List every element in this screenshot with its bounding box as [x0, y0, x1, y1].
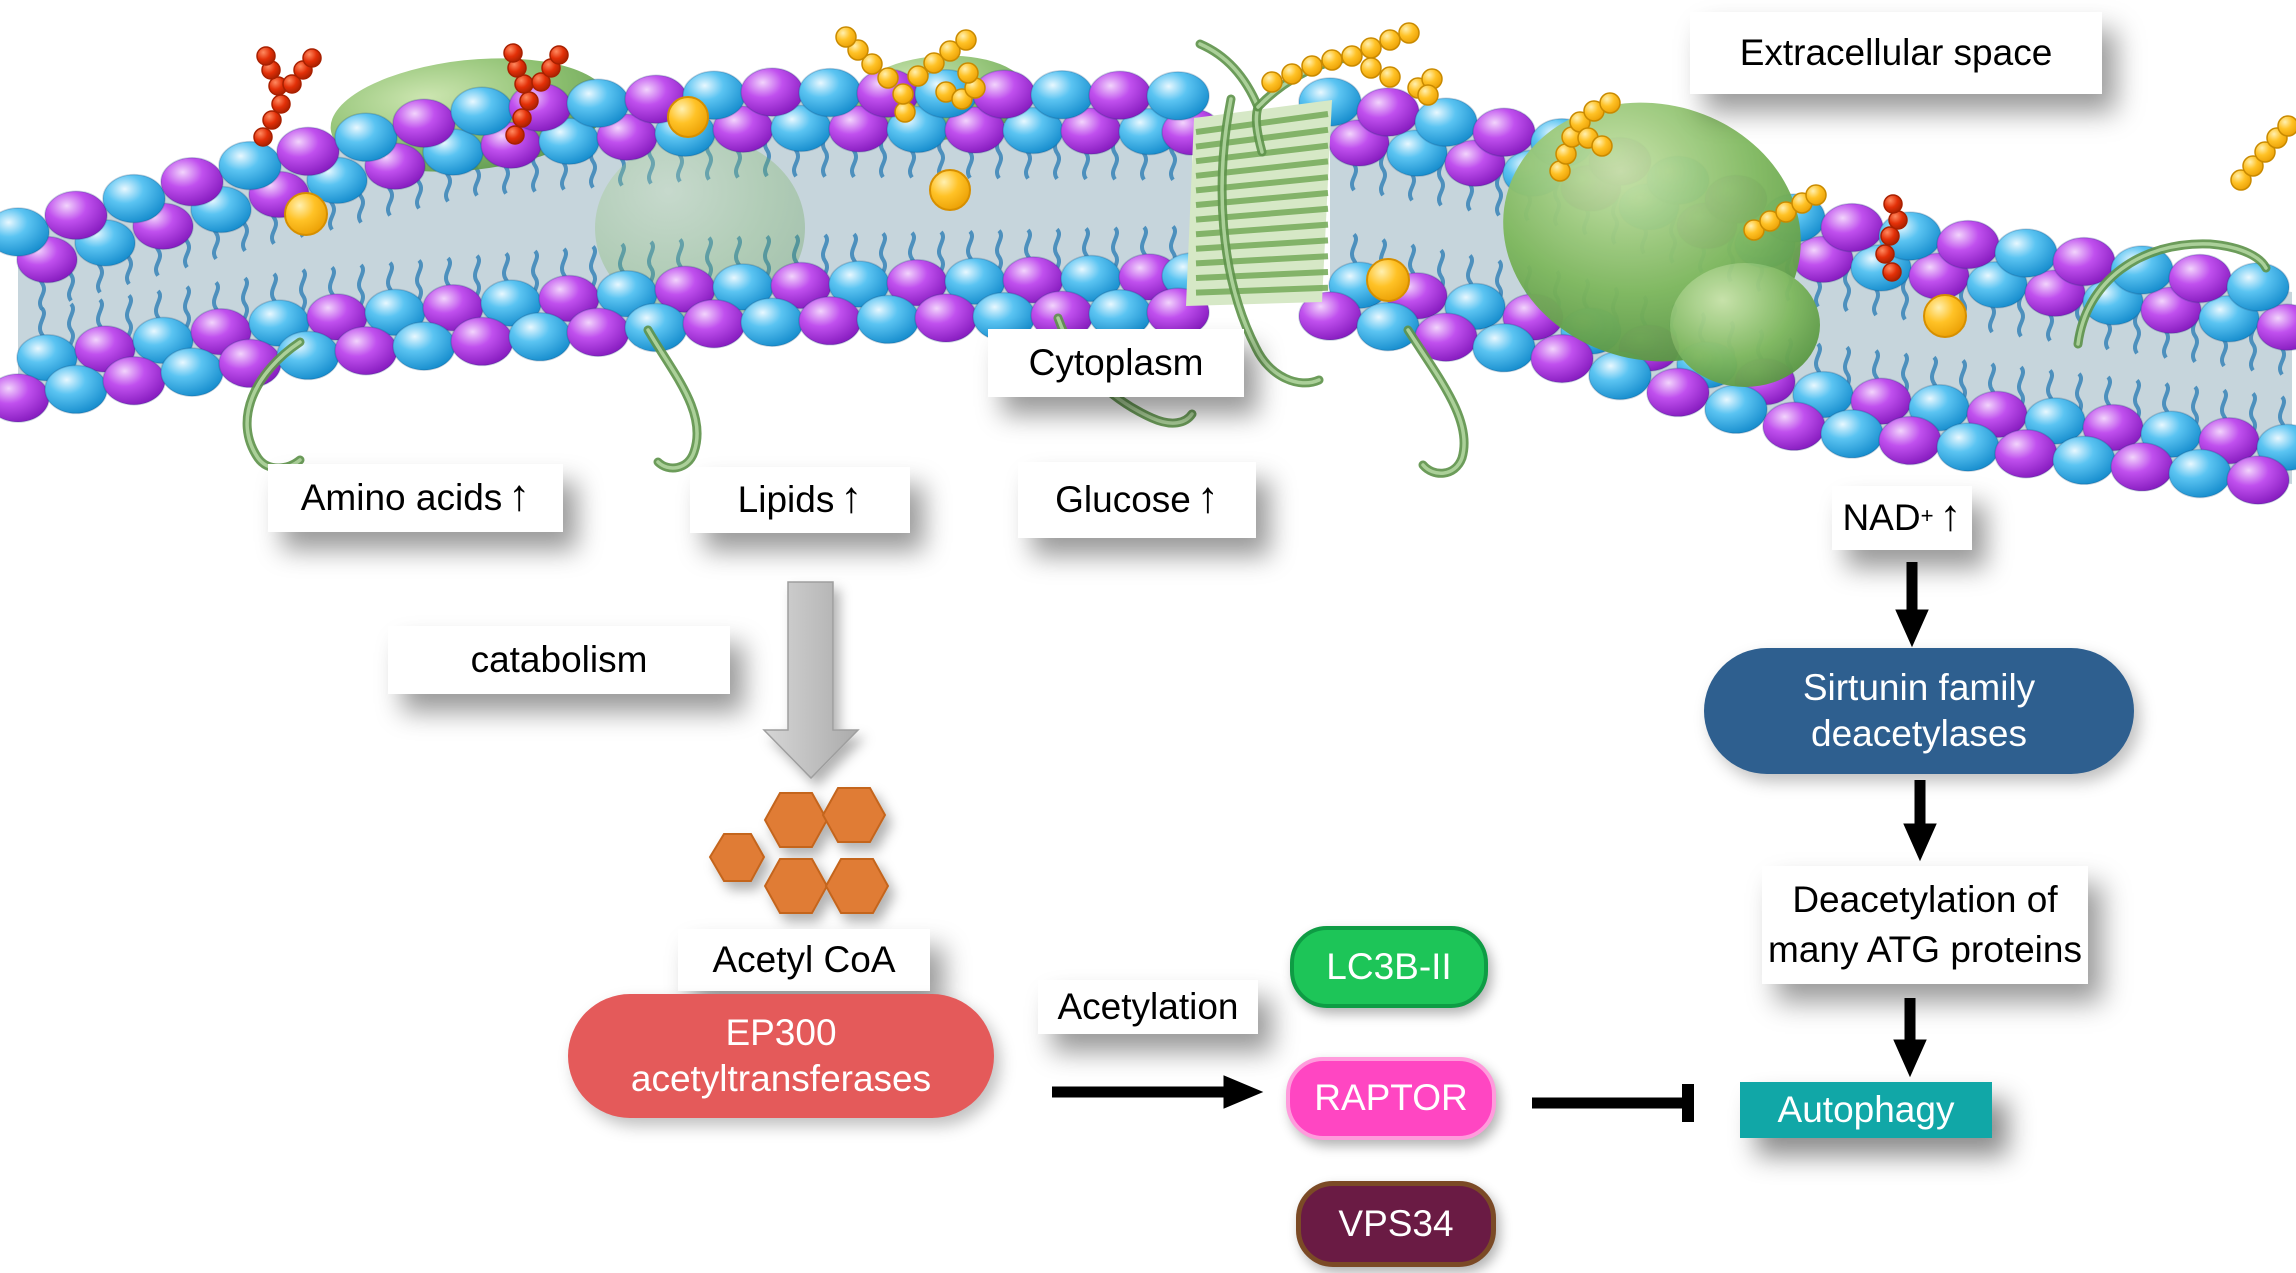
label-acetylation: Acetylation [1038, 980, 1258, 1034]
sirtuin-line2: deacetylases [1811, 713, 2027, 754]
hexagon [763, 858, 829, 914]
label-acetyl-coa: Acetyl CoA [678, 929, 930, 991]
glucose-text: Glucose [1055, 479, 1191, 520]
lipids-text: Lipids [737, 479, 835, 520]
yellow-sphere [1366, 258, 1410, 302]
vps34-text: VPS34 [1338, 1202, 1454, 1244]
nad-superscript: + [1920, 503, 1934, 528]
arrowhead [1895, 609, 1929, 648]
label-cytoplasm: Cytoplasm [988, 329, 1244, 397]
acetyl-coa-text: Acetyl CoA [712, 939, 896, 980]
label-nad: NAD + ↑ [1832, 486, 1972, 550]
raptor-text: RAPTOR [1314, 1077, 1468, 1119]
yellow-sphere [667, 96, 709, 138]
acetylation-text: Acetylation [1057, 986, 1239, 1027]
catabolism-text: catabolism [470, 639, 648, 680]
up-arrow-icon: ↑ [1939, 491, 1962, 540]
yellow-sphere [929, 169, 971, 211]
glycan-bead-chains [253, 22, 2296, 282]
arrowhead [1903, 823, 1937, 862]
label-glucose: Glucose ↑ [1018, 462, 1256, 538]
hexagon [708, 833, 766, 882]
hexagon [763, 792, 829, 848]
label-amino-acids: Amino acids ↑ [268, 464, 563, 532]
arrowhead [1223, 1075, 1264, 1109]
yellow-sphere [284, 192, 328, 236]
sirtuin-line1: Sirtunin family [1802, 666, 2036, 708]
cytoplasm-text: Cytoplasm [1028, 342, 1204, 383]
amino-acids-text: Amino acids [300, 477, 503, 518]
gray-down-arrow [762, 581, 860, 780]
nad-text: NAD [1842, 497, 1921, 538]
label-lipids: Lipids ↑ [690, 467, 910, 533]
node-autophagy: Autophagy [1740, 1082, 1992, 1138]
up-arrow-icon: ↑ [508, 471, 531, 520]
deacetylation-line2: many ATG proteins [1768, 929, 2082, 970]
deacetylation-line1: Deacetylation of [1792, 879, 2058, 921]
hexagon [821, 787, 887, 843]
node-vps34: VPS34 [1296, 1181, 1496, 1267]
node-sirtuin-family-deacetylases: Sirtunin family deacetylases [1704, 648, 2134, 774]
label-deacetylation-atg: Deacetylation of many ATG proteins [1762, 866, 2088, 984]
hexagon [824, 858, 890, 914]
catabolism-block-arrow [762, 581, 860, 780]
peripheral-protein-strands [242, 39, 2271, 478]
up-arrow-icon: ↑ [840, 473, 863, 522]
up-arrow-icon: ↑ [1196, 473, 1219, 522]
yellow-lipid-spheres [284, 96, 1967, 338]
extracellular-space-text: Extracellular space [1739, 32, 2053, 73]
node-raptor: RAPTOR [1286, 1057, 1496, 1140]
large-membrane-protein-blob [1503, 102, 1820, 387]
label-catabolism: catabolism [388, 626, 730, 694]
acetyl-coa-hexagons [708, 787, 890, 914]
node-ep300-acetyltransferases: EP300 acetyltransferases [568, 994, 994, 1118]
ep300-line1: EP300 [725, 1011, 837, 1053]
flow-arrows [1052, 562, 1937, 1122]
protein-blob-lobe [1670, 263, 1820, 387]
yellow-sphere [1923, 294, 1967, 338]
node-lc3b-ii: LC3B-II [1290, 926, 1488, 1008]
autophagy-text: Autophagy [1777, 1089, 1955, 1130]
label-extracellular-space: Extracellular space [1690, 12, 2102, 94]
ep300-line2: acetyltransferases [630, 1058, 932, 1099]
lc3b-text: LC3B-II [1326, 945, 1452, 987]
arrowhead [1893, 1039, 1927, 1078]
